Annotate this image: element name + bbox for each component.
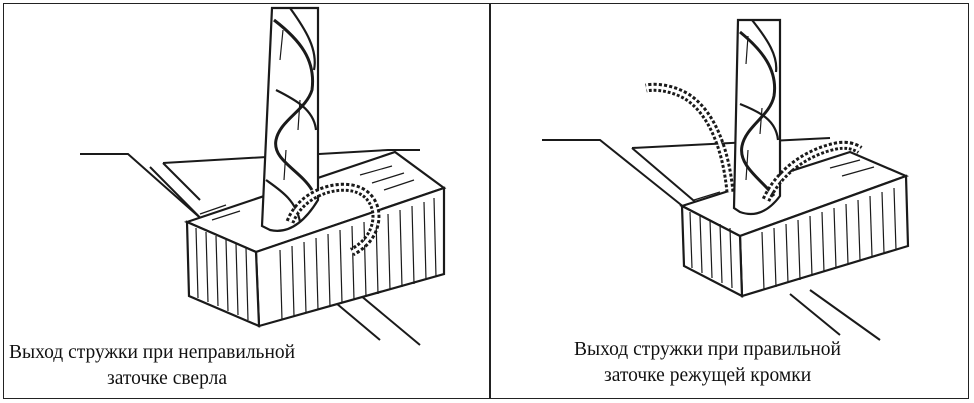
left-drill-bit [260, 6, 320, 232]
right-drilling-illustration [542, 18, 910, 341]
right-drill-bit [732, 18, 782, 216]
left-drilling-illustration [80, 6, 447, 346]
left-chip-spiral [285, 182, 381, 257]
figure-frame [3, 3, 969, 399]
right-chip-spirals [645, 82, 863, 203]
panel-divider [489, 3, 491, 399]
left-caption-line1: Выход стружки при неправильной [9, 341, 296, 365]
right-caption-line2: заточке режущей кромки [604, 364, 812, 388]
left-caption-line2: заточке сверла [107, 367, 227, 391]
right-caption-line1: Выход стружки при правильной [574, 338, 841, 362]
right-table-rails [542, 137, 881, 341]
right-wood-block [679, 150, 910, 298]
